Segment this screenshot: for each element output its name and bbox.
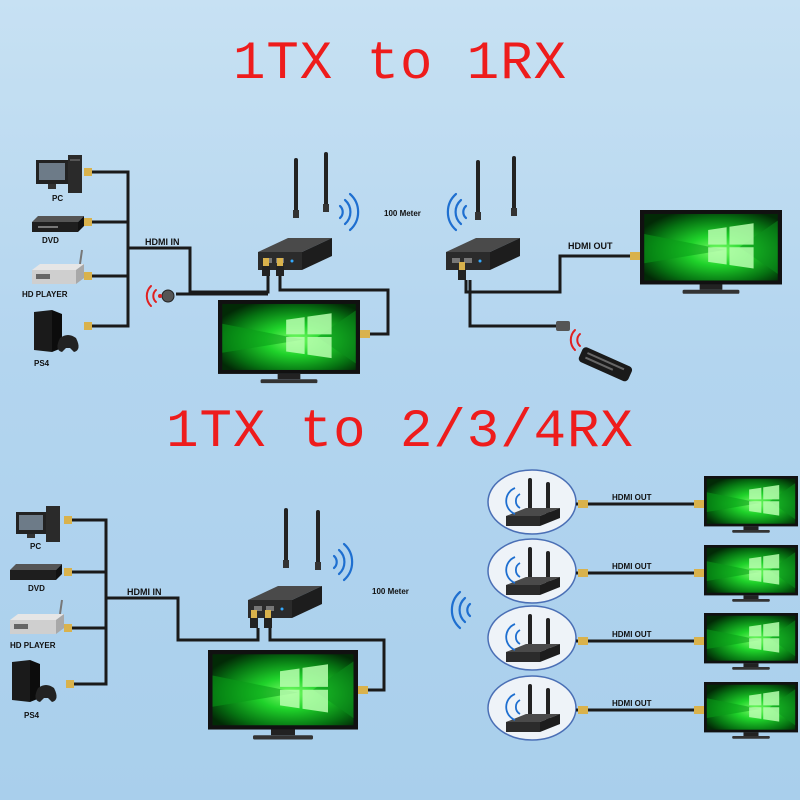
receiver-row-2: HDMI OUT <box>487 538 798 604</box>
receiver-icon <box>506 684 560 732</box>
ps4-console-icon <box>34 310 79 352</box>
tv-monitor-icon <box>704 545 798 602</box>
wifi-waves-icon <box>505 487 521 515</box>
receiver-icon <box>446 156 520 270</box>
label-hdmi-in-bottom: HDMI IN <box>127 587 162 597</box>
wifi-waves-icon <box>505 693 521 721</box>
label-dvd: DVD <box>42 236 59 245</box>
receiver-row-4: HDMI OUT <box>487 675 798 741</box>
hd-player-icon <box>32 249 84 284</box>
remote-control-icon <box>578 347 633 382</box>
label-pc-bottom: PC <box>30 542 41 551</box>
label-hdmi-in-top: HDMI IN <box>145 237 180 247</box>
dvd-player-icon <box>10 564 62 580</box>
hdmi-plug-icon <box>458 262 466 280</box>
label-hdmi-out-4: HDMI OUT <box>612 699 652 708</box>
wifi-waves-icon <box>338 192 360 232</box>
receiver-icon <box>506 614 560 662</box>
receiver-row-3: HDMI OUT <box>487 605 798 671</box>
label-distance-bottom: 100 Meter <box>372 587 409 596</box>
dvd-player-icon <box>32 216 84 232</box>
bottom-section: PC DVD HD PLAYER PS4 <box>10 469 798 741</box>
label-hdmi-out-1: HDMI OUT <box>612 493 652 502</box>
label-hd-player: HD PLAYER <box>22 290 68 299</box>
pc-icon <box>36 155 82 193</box>
transmitter-icon <box>258 152 332 270</box>
label-distance-top: 100 Meter <box>384 209 421 218</box>
title-1tx-to-1rx: 1TX to 1RX <box>232 34 568 95</box>
tv-monitor-icon <box>208 650 358 739</box>
label-hdmi-out-top: HDMI OUT <box>568 241 613 251</box>
label-hdmi-out-3: HDMI OUT <box>612 630 652 639</box>
label-hdmi-out-2: HDMI OUT <box>612 562 652 571</box>
hdmi-plug-icon <box>64 516 74 688</box>
hdmi-plug-icon <box>84 168 92 330</box>
ir-sensor-icon <box>145 285 268 307</box>
tv-monitor-icon <box>218 300 360 383</box>
tv-monitor-icon <box>704 613 798 670</box>
transmitter-icon <box>248 508 322 618</box>
hd-player-icon <box>10 599 64 634</box>
label-dvd-bottom: DVD <box>28 584 45 593</box>
title-1tx-to-multi-rx: 1TX to 2/3/4RX <box>166 402 634 463</box>
receiver-icon <box>506 547 560 595</box>
pc-icon <box>16 506 60 542</box>
tv-monitor-icon <box>704 476 798 533</box>
label-pc: PC <box>52 194 63 203</box>
receiver-icon <box>506 478 560 526</box>
wifi-waves-icon <box>505 623 521 651</box>
wifi-waves-icon <box>452 592 470 628</box>
source-cables-bottom <box>68 518 260 686</box>
ir-waves-icon <box>569 329 581 351</box>
tv-monitor-icon <box>704 682 798 739</box>
wifi-waves-icon <box>332 542 354 582</box>
wifi-waves-icon <box>448 194 466 230</box>
label-ps4-bottom: PS4 <box>24 711 40 720</box>
tv-monitor-icon <box>640 210 782 294</box>
label-ps4: PS4 <box>34 359 50 368</box>
label-hd-player-bottom: HD PLAYER <box>10 641 56 650</box>
source-cables <box>88 170 270 328</box>
top-section: PC DVD HD PLAYER PS4 <box>22 152 782 383</box>
ps4-console-icon <box>12 660 57 702</box>
receiver-row-1: HDMI OUT <box>487 469 798 535</box>
wifi-waves-icon <box>505 556 521 584</box>
